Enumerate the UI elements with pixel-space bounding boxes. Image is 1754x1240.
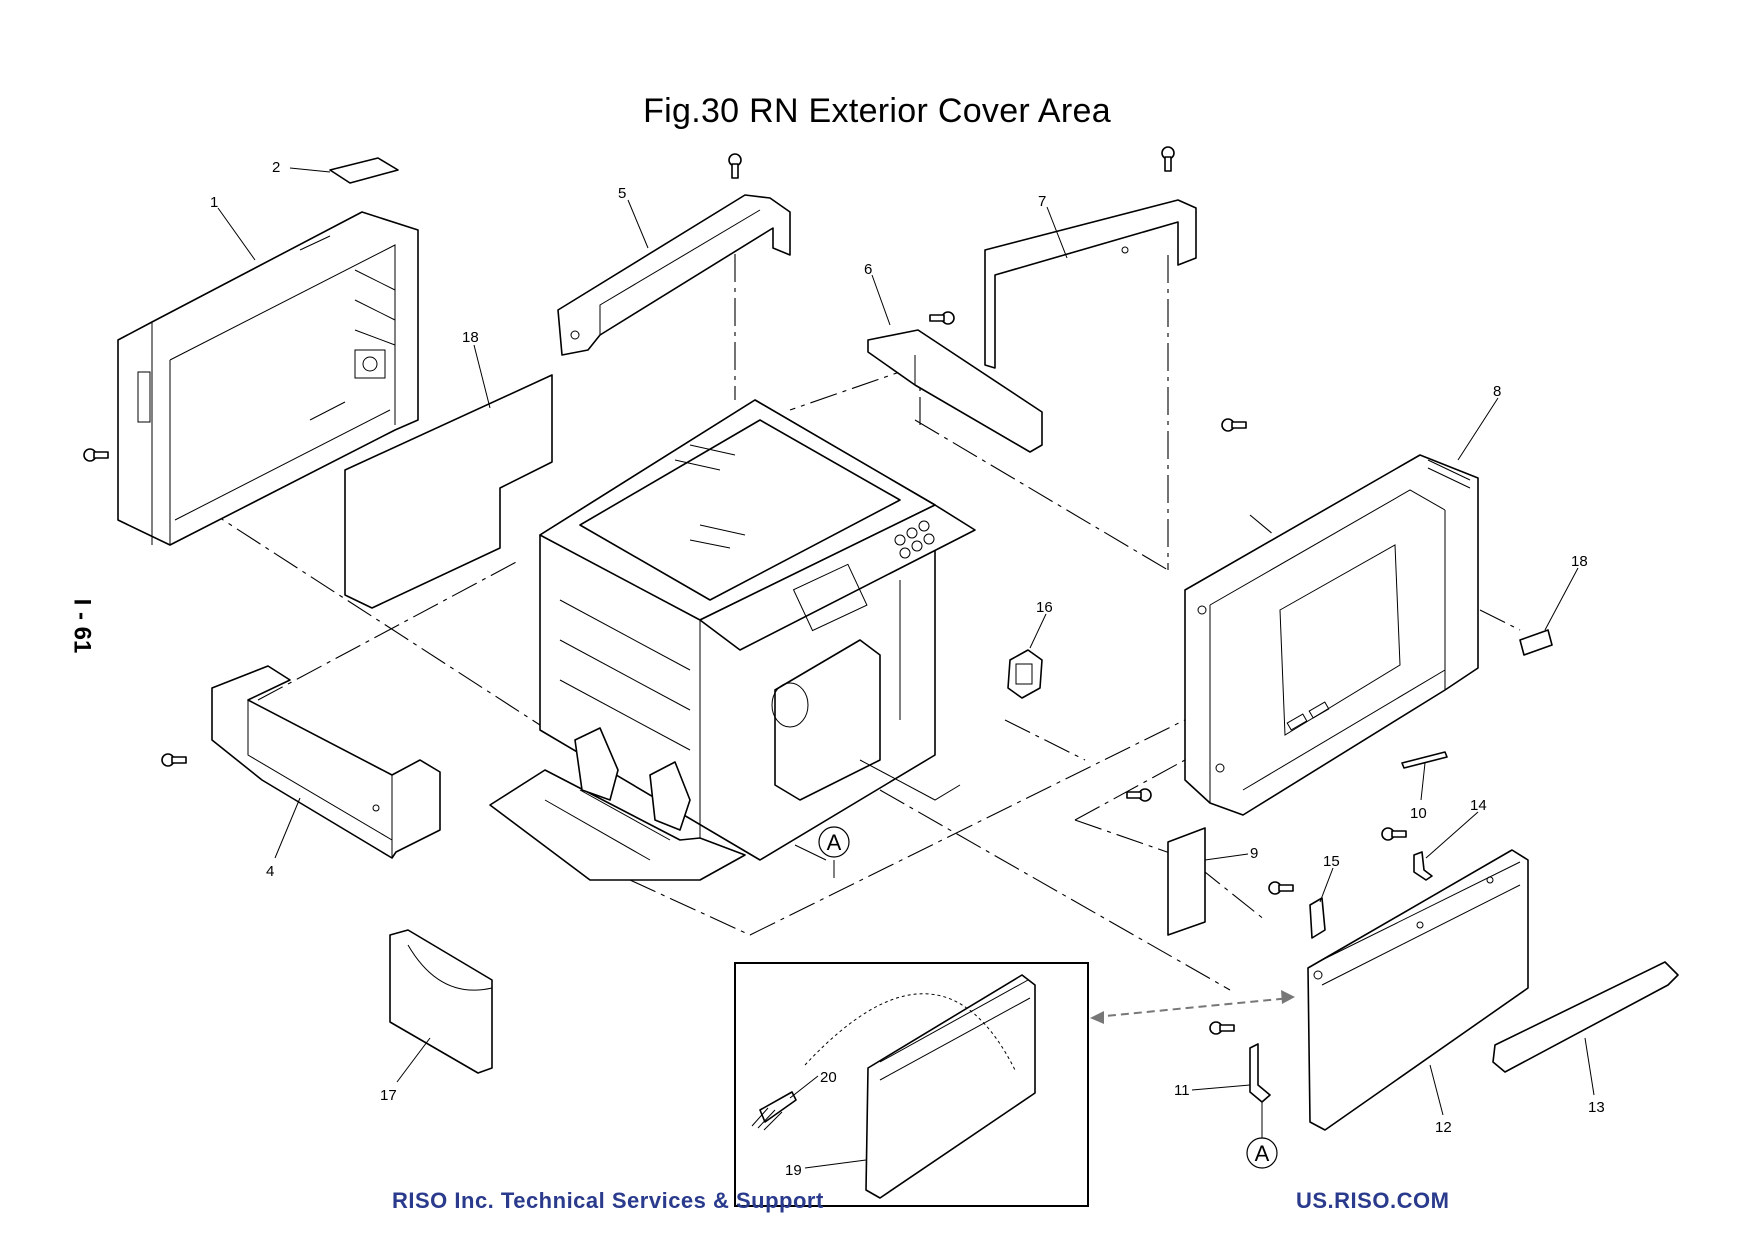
callout-17: 17	[380, 1087, 397, 1104]
callout-7: 7	[1038, 193, 1046, 210]
part-10-rod	[1401, 751, 1448, 769]
figure-title: Fig.30 RN Exterior Cover Area	[643, 92, 1111, 130]
part-13-handle	[1492, 961, 1679, 1073]
footer-company: RISO Inc. Technical Services & Support	[392, 1188, 824, 1213]
part-18-sheet-left	[344, 374, 553, 609]
footer-website[interactable]: US.RISO.COM	[1296, 1188, 1450, 1213]
callout-6: 6	[864, 261, 872, 278]
callout-8: 8	[1493, 383, 1501, 400]
callout-10: 10	[1410, 805, 1427, 822]
inset-detail-box	[734, 962, 1089, 1207]
marker-a-hinge: A	[1255, 1141, 1270, 1166]
callout-18-left: 18	[462, 329, 479, 346]
part-17-pocket	[389, 929, 493, 1074]
callout-14: 14	[1470, 797, 1487, 814]
part-2-label	[329, 157, 399, 184]
part-8-right-cover	[1184, 454, 1479, 816]
part-15-hinge-plate	[1309, 897, 1326, 939]
part-12-front-cover	[1307, 849, 1529, 1131]
part-11-hinge-bracket	[1249, 1043, 1271, 1140]
marker-a-machine: A	[827, 830, 842, 855]
part-5-top-rear-cover	[557, 194, 791, 356]
part-6-top-cover	[867, 329, 1043, 453]
part-9-sheet	[1167, 827, 1206, 936]
part-7-rear-top-cover	[984, 199, 1197, 369]
leader-lines	[217, 167, 1595, 1169]
part-1-left-cover	[117, 211, 419, 546]
callout-20: 20	[820, 1069, 837, 1086]
callout-1: 1	[210, 194, 218, 211]
part-4-front-lower-cover	[211, 665, 441, 859]
screws	[83, 146, 1407, 1035]
callout-9: 9	[1250, 845, 1258, 862]
callout-2: 2	[272, 159, 280, 176]
part-16-bracket	[1007, 649, 1043, 699]
reference-markers: A A	[818, 826, 1278, 1169]
callout-15: 15	[1323, 853, 1340, 870]
machine-main-body	[489, 399, 976, 881]
callout-4: 4	[266, 863, 274, 880]
inset-link-arrow	[1090, 990, 1295, 1024]
callout-11: 11	[1174, 1082, 1190, 1099]
callout-5: 5	[618, 185, 626, 202]
callout-13: 13	[1588, 1099, 1605, 1116]
callout-16: 16	[1036, 599, 1053, 616]
part-20-harness	[759, 1091, 797, 1123]
callout-19: 19	[785, 1162, 802, 1179]
part-18-strip-right	[1519, 629, 1553, 656]
callout-12: 12	[1435, 1119, 1452, 1136]
callout-18-right: 18	[1571, 553, 1588, 570]
part-14-bracket	[1413, 851, 1433, 881]
callout-numbers: 1 2 4 5 6 7 8 9 10 11 12 13 14 15 16 17 …	[210, 159, 1605, 1179]
